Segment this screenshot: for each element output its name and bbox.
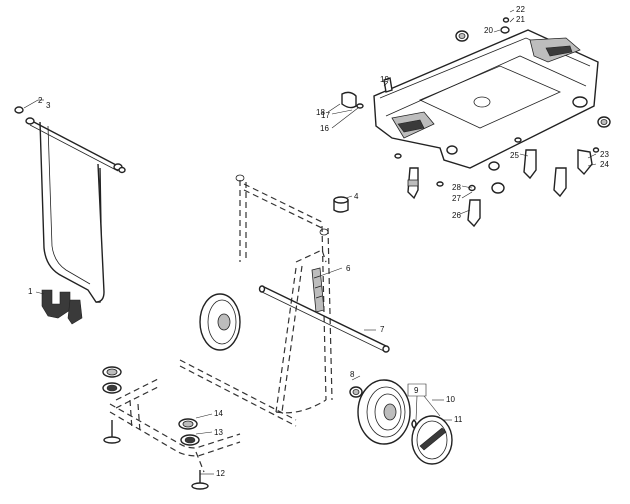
callout-7: 7 xyxy=(380,325,385,334)
callout-box-9 xyxy=(407,383,427,397)
main-frame xyxy=(109,174,333,473)
callout-3: 3 xyxy=(46,101,51,110)
axle xyxy=(258,285,390,353)
handle-assembly xyxy=(14,106,126,303)
callout-28: 28 xyxy=(452,183,461,192)
callout-26: 26 xyxy=(452,211,461,220)
callout-20: 20 xyxy=(484,26,493,35)
callout-2: 2 xyxy=(38,96,43,105)
callout-1: 1 xyxy=(28,287,33,296)
callout-18: 18 xyxy=(316,108,325,117)
callout-22: 22 xyxy=(516,5,525,14)
callout-8: 8 xyxy=(350,370,355,379)
callout-23: 23 xyxy=(600,150,609,159)
callout-13: 13 xyxy=(214,428,223,437)
callout-19: 19 xyxy=(380,75,389,84)
left-wheel xyxy=(199,293,241,351)
callout-25: 25 xyxy=(510,151,519,160)
callout-12: 12 xyxy=(216,469,225,478)
wheel-bearing xyxy=(349,386,363,398)
housing-fittings xyxy=(341,17,611,128)
right-wheel xyxy=(357,379,411,445)
callout-9: 9 xyxy=(414,386,419,395)
cap xyxy=(333,196,349,213)
callout-11: 11 xyxy=(454,415,463,424)
callout-27: 27 xyxy=(452,194,461,203)
callout-16: 16 xyxy=(320,124,329,133)
leader-lines xyxy=(23,9,597,475)
callout-14: 14 xyxy=(214,409,223,418)
swivel-casters xyxy=(394,137,600,228)
callout-10: 10 xyxy=(446,395,455,404)
handle-end-cap xyxy=(14,106,24,114)
base-housing xyxy=(373,29,599,171)
callout-24: 24 xyxy=(600,160,609,169)
callout-4: 4 xyxy=(354,192,359,201)
callout-17: 17 xyxy=(321,111,330,120)
callout-21: 21 xyxy=(516,15,525,24)
axle-bracket xyxy=(311,267,325,313)
handle-bracket xyxy=(41,289,83,325)
hub-cap xyxy=(411,415,453,465)
caster-feet xyxy=(102,366,209,490)
callout-6: 6 xyxy=(346,264,351,273)
